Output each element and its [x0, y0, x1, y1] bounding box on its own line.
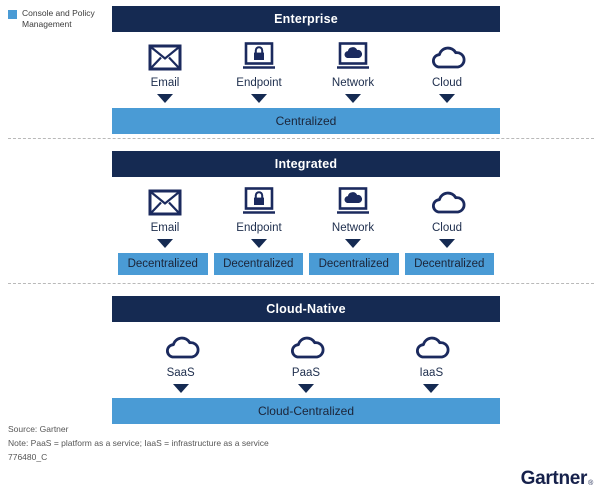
envelope-icon [148, 44, 182, 70]
envelope-icon-wrap [148, 185, 182, 219]
icon-label: SaaS [166, 367, 195, 379]
footer-source: Source: Gartner [8, 424, 69, 434]
icon-label: IaaS [419, 367, 444, 379]
icon-label: Network [331, 222, 375, 234]
cloud-icon-wrap [427, 40, 467, 74]
icon-label: Endpoint [236, 77, 282, 89]
icon-column-saas: SaaS [135, 330, 227, 393]
cloud-icon-wrap [411, 330, 451, 364]
icon-column-email: Email [119, 185, 211, 248]
icon-row: SaaS PaaS IaaS [112, 322, 500, 393]
arrow-down-icon [251, 94, 267, 103]
icon-column-endpoint: Endpoint [213, 185, 305, 248]
cloud-icon [165, 336, 200, 359]
icon-label: Endpoint [236, 222, 282, 234]
icon-label: Email [150, 77, 180, 89]
cloud-icon-wrap [286, 330, 326, 364]
arrow-down-icon [345, 94, 361, 103]
section-divider [8, 283, 594, 284]
icon-column-cloud: Cloud [401, 185, 493, 248]
laptop-lock-icon [243, 186, 275, 214]
footer: Source: Gartner Note: PaaS = platform as… [8, 422, 269, 464]
brand-name: Gartner [520, 468, 588, 489]
decentralized-box: Decentralized [309, 253, 399, 275]
icon-row: Email Endpoint Network Cloud [112, 32, 500, 103]
icon-row: Email Endpoint Network Cloud [112, 177, 500, 248]
arrow-down-icon [345, 239, 361, 248]
arrow-down-icon [439, 239, 455, 248]
laptop-lock-icon-wrap [241, 185, 277, 219]
decentralized-box: Decentralized [213, 253, 303, 275]
footer-note: Note: PaaS = platform as a service; IaaS… [8, 438, 269, 448]
laptop-lock-icon [243, 41, 275, 69]
cloud-icon-wrap [427, 185, 467, 219]
icon-label: Cloud [431, 222, 463, 234]
bottom-bar-cloudnative: Cloud-Centralized [112, 398, 500, 424]
arrow-down-icon [423, 384, 440, 393]
decentralized-box: Decentralized [404, 253, 494, 275]
section-title-enterprise: Enterprise [112, 6, 500, 32]
arrow-down-icon [439, 94, 455, 103]
icon-label: Cloud [431, 77, 463, 89]
icon-column-cloud: Cloud [401, 40, 493, 103]
envelope-icon [148, 189, 182, 215]
arrow-down-icon [297, 384, 314, 393]
cloud-icon [432, 191, 466, 214]
bottom-bar-enterprise: Centralized [112, 108, 500, 134]
arrow-down-icon [251, 239, 267, 248]
legend-swatch-console-policy [8, 10, 17, 19]
legend: Console and Policy Management [8, 8, 108, 30]
decentralized-box: Decentralized [118, 253, 208, 275]
arrow-down-icon [157, 94, 173, 103]
arrow-down-icon [172, 384, 189, 393]
gartner-logo: Gartner® [520, 468, 594, 490]
laptop-cloud-icon [337, 41, 369, 69]
envelope-icon-wrap [148, 40, 182, 74]
icon-column-network: Network [307, 40, 399, 103]
cloud-icon-wrap [161, 330, 201, 364]
cloud-icon [432, 46, 466, 69]
trademark-symbol: ® [588, 480, 593, 487]
icon-label: PaaS [291, 367, 321, 379]
laptop-cloud-icon [337, 186, 369, 214]
cloud-icon [416, 336, 450, 359]
section-title-integrated: Integrated [112, 151, 500, 177]
icon-column-email: Email [119, 40, 211, 103]
icon-label: Email [150, 222, 180, 234]
arrow-down-icon [157, 239, 173, 248]
cloud-icon [291, 336, 325, 359]
footer-doc-id: 776480_C [8, 452, 48, 462]
laptop-lock-icon-wrap [241, 40, 277, 74]
section-title-cloudnative: Cloud-Native [112, 296, 500, 322]
icon-column-paas: PaaS [260, 330, 352, 393]
laptop-cloud-icon-wrap [335, 185, 371, 219]
icon-column-iaas: IaaS [385, 330, 477, 393]
laptop-cloud-icon-wrap [335, 40, 371, 74]
icon-label: Network [331, 77, 375, 89]
section-divider [8, 138, 594, 139]
icon-column-endpoint: Endpoint [213, 40, 305, 103]
legend-label: Console and Policy Management [22, 8, 95, 29]
icon-column-network: Network [307, 185, 399, 248]
